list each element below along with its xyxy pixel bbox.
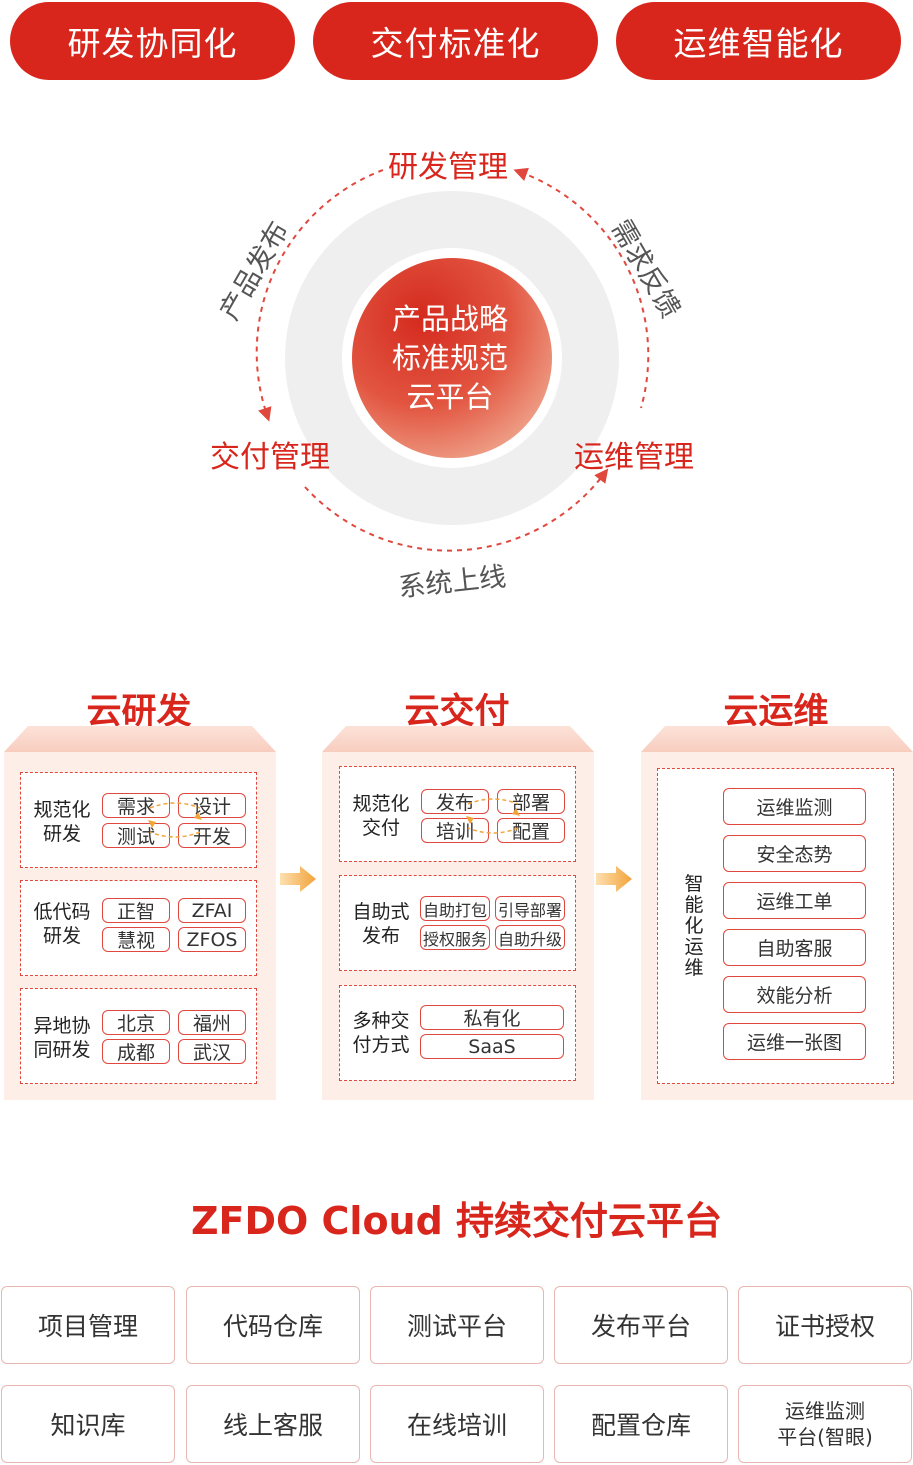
arrow-right-1 <box>280 866 316 892</box>
arrow-right-2 <box>596 866 632 892</box>
vertical-label-intelligent-ops: 智 能 化 运 维 <box>684 873 704 979</box>
tag-private-deploy: 私有化 <box>420 1005 564 1030</box>
tag-efficiency-analysis: 效能分析 <box>723 976 866 1013</box>
tag-zfai: ZFAI <box>178 898 246 923</box>
tag-zfos: ZFOS <box>178 927 246 952</box>
center-line-1: 产品战略 <box>391 301 508 336</box>
tile-online-training: 在线培训 <box>370 1385 544 1463</box>
column-title-cloud-delivery: 云交付 <box>404 692 510 732</box>
tag-fuzhou: 福州 <box>178 1010 246 1035</box>
tile-certificate-authorization: 证书授权 <box>738 1286 912 1364</box>
group-standard-rd <box>20 772 257 868</box>
tag-ops-monitoring: 运维监测 <box>723 788 866 825</box>
tag-self-package: 自助打包 <box>420 896 490 921</box>
group-label-remote-rd: 异地协同研发 <box>33 1015 91 1061</box>
tag-huishi: 慧视 <box>102 927 170 952</box>
tag-security-posture: 安全态势 <box>723 835 866 872</box>
tile-test-platform: 测试平台 <box>370 1286 544 1364</box>
group-label-standard-rd: 规范化研发 <box>33 799 91 845</box>
pill-rd-collaboration: 研发协同化 <box>10 2 295 80</box>
tag-saas: SaaS <box>420 1034 564 1059</box>
tag-zhengzhi: 正智 <box>102 898 170 923</box>
tag-beijing: 北京 <box>102 1010 170 1035</box>
tag-license-service: 授权服务 <box>420 925 490 950</box>
group-label-lowcode-rd: 低代码研发 <box>33 901 91 947</box>
arc-demand-feedback <box>513 167 650 409</box>
column-title-cloud-rd: 云研发 <box>86 692 192 732</box>
platform-title: ZFDO Cloud 持续交付云平台 <box>190 1199 723 1243</box>
panel-cap-delivery <box>322 726 594 752</box>
group-remote-rd <box>20 988 257 1084</box>
panel-cap-rd <box>4 726 276 752</box>
tag-training: 培训 <box>421 818 489 843</box>
tag-chengdu: 成都 <box>102 1039 170 1064</box>
group-standard-delivery <box>339 766 576 862</box>
group-label-delivery-modes: 多种交付方式 <box>352 1010 410 1056</box>
tile-code-repository: 代码仓库 <box>186 1286 360 1364</box>
tag-guided-deploy: 引导部署 <box>495 896 565 921</box>
stage-delivery-management: 交付管理 <box>210 440 330 475</box>
stage-rd-management: 研发管理 <box>388 150 508 185</box>
group-selfservice-release <box>339 875 576 971</box>
pill-delivery-standardization: 交付标准化 <box>313 2 598 80</box>
center-text: 产品战略 标准规范 云平台 <box>350 258 550 458</box>
panel-cap-ops <box>641 726 913 752</box>
tag-wuhan: 武汉 <box>178 1039 246 1064</box>
column-title-cloud-ops: 云运维 <box>723 692 829 732</box>
tile-config-repository: 配置仓库 <box>554 1385 728 1463</box>
tile-release-platform: 发布平台 <box>554 1286 728 1364</box>
stage-ops-management: 运维管理 <box>574 440 694 475</box>
tag-self-service: 自助客服 <box>723 929 866 966</box>
center-circle <box>352 258 552 458</box>
tile-ops-monitoring-platform: 运维监测 平台(智眼) <box>738 1385 912 1463</box>
arc-system-online <box>304 468 609 552</box>
tag-self-upgrade: 自助升级 <box>495 925 565 950</box>
tile-online-support: 线上客服 <box>186 1385 360 1463</box>
tile-project-management: 项目管理 <box>1 1286 175 1364</box>
rd-loop-arrows <box>148 802 202 838</box>
tag-ops-map: 运维一张图 <box>723 1023 866 1060</box>
tag-ops-ticket: 运维工单 <box>723 882 866 919</box>
group-label-selfservice-release: 自助式发布 <box>352 901 410 947</box>
arc-product-release <box>255 169 384 422</box>
center-line-2: 标准规范 <box>391 340 508 375</box>
group-delivery-modes <box>339 985 576 1081</box>
tag-deploy: 部署 <box>497 789 565 814</box>
tag-design: 设计 <box>178 793 246 818</box>
tag-config: 配置 <box>497 818 565 843</box>
pill-ops-intelligence: 运维智能化 <box>616 2 901 80</box>
tile-knowledge-base: 知识库 <box>1 1385 175 1463</box>
cycle-diagram <box>255 167 650 552</box>
tag-develop: 开发 <box>178 823 246 848</box>
delivery-loop-arrows <box>466 798 520 834</box>
tag-test: 测试 <box>102 823 170 848</box>
center-line-3: 云平台 <box>406 379 494 414</box>
group-label-standard-delivery: 规范化交付 <box>352 793 410 839</box>
